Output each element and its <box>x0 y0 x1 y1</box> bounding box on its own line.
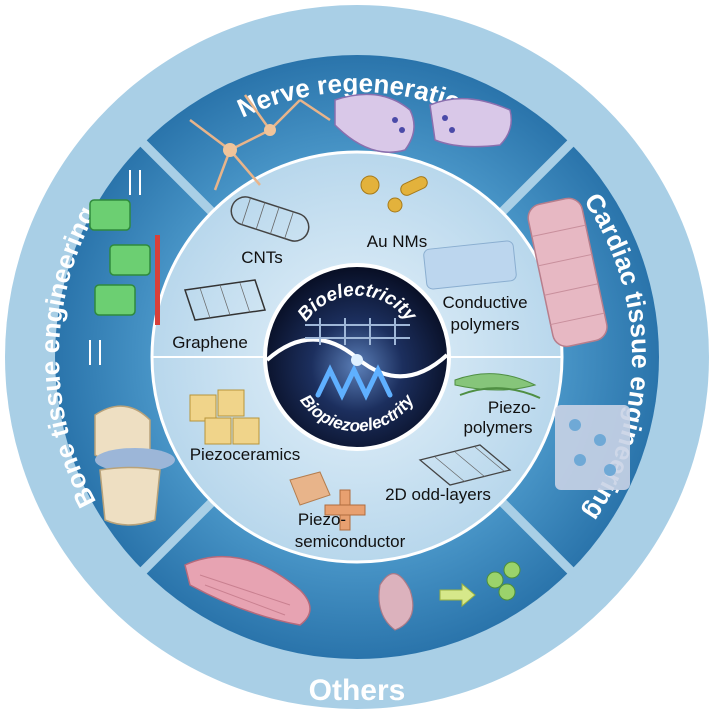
synapse-illustration <box>334 93 512 153</box>
label-au-nms: Au NMs <box>367 232 427 251</box>
label-cnts: CNTs <box>241 248 283 267</box>
piezopolymer-illustration <box>454 373 541 399</box>
wave-symbol-icon <box>315 364 393 401</box>
piezo-semiconductor-illustration <box>289 471 366 531</box>
label-piezopolymers-line1: Piezo- <box>488 398 536 417</box>
nerve-cells-illustration <box>189 94 331 191</box>
conductive-polymer-illustration <box>423 240 517 290</box>
knee-joint-illustration <box>94 405 175 526</box>
label-piezopolymers-line2: polymers <box>464 418 533 437</box>
label-graphene: Graphene <box>172 333 248 352</box>
label-piezoceramics: Piezoceramics <box>190 445 301 464</box>
label-conductive-line2: polymers <box>451 315 520 334</box>
graphene-illustration <box>184 279 266 321</box>
odd-layers-illustration <box>418 444 512 486</box>
cnt-illustration <box>230 196 310 242</box>
gold-nanomaterials-illustration <box>360 175 428 213</box>
spark-icon <box>351 354 363 366</box>
stem-cell-illustration <box>378 561 521 631</box>
piezoceramic-illustration <box>189 389 260 445</box>
label-odd-layers: 2D odd-layers <box>385 485 491 504</box>
label-piezosemi-line1: Piezo- <box>298 510 346 529</box>
heart-tissue-illustration <box>527 197 608 348</box>
label-conductive-line1: Conductive <box>442 293 527 312</box>
label-piezosemi-line2: semiconductor <box>295 532 406 551</box>
label-others: Others <box>309 674 406 707</box>
muscle-fiber-illustration <box>184 555 311 626</box>
cardiac-cells-illustration <box>555 405 630 490</box>
membrane-illustration <box>305 318 410 345</box>
bone-scaffold-illustration <box>89 170 160 365</box>
